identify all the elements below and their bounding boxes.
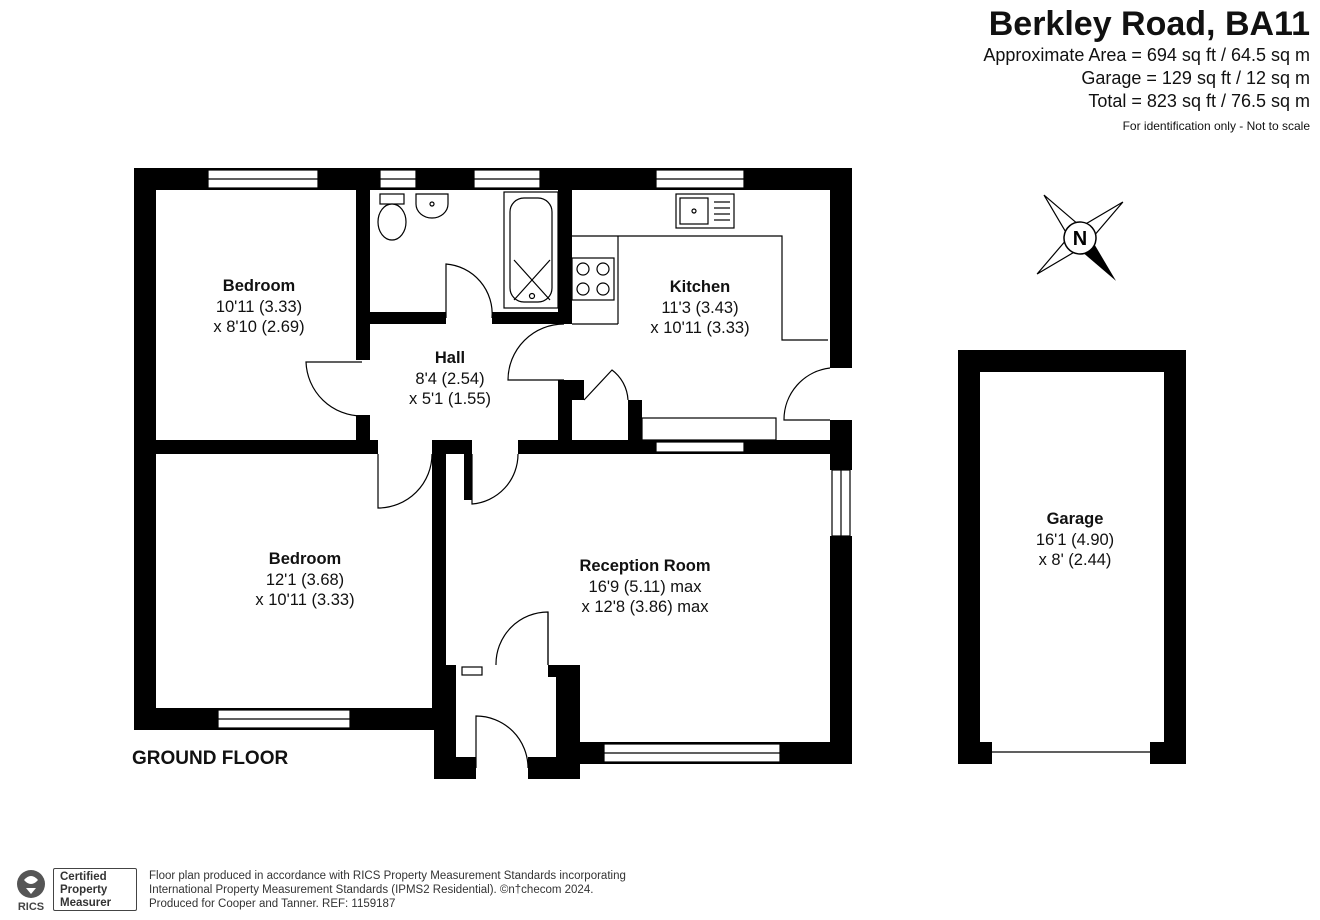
- toilet-icon: [377, 193, 407, 241]
- room-dim1-kitchen: 11'3 (3.43): [661, 299, 738, 317]
- hob-icon: [571, 257, 615, 301]
- garage-walls: [958, 350, 1186, 764]
- windows: [207, 169, 851, 763]
- certified-measurer-badge: Certified Property Measurer: [53, 868, 137, 911]
- room-name-bedroom-1: Bedroom: [223, 277, 295, 295]
- interior-walls: [156, 190, 852, 730]
- plan-header: Berkley Road, BA11 Approximate Area = 69…: [983, 4, 1310, 135]
- room-name-garage: Garage: [1047, 510, 1104, 528]
- room-name-kitchen: Kitchen: [670, 278, 731, 296]
- sink-icon: [675, 193, 735, 229]
- approximate-area: Approximate Area = 694 sq ft / 64.5 sq m: [983, 45, 1310, 65]
- floor-label: GROUND FLOOR: [132, 748, 289, 769]
- footer-notes: Floor plan produced in accordance with R…: [149, 869, 626, 911]
- door-swings: [305, 263, 831, 769]
- room-dim2-bedroom-1: x 8'10 (2.69): [213, 318, 304, 336]
- room-dim1-bedroom-2: 12'1 (3.68): [266, 571, 344, 589]
- garage-area: Garage = 129 sq ft / 12 sq m: [1081, 68, 1310, 88]
- room-dim2-reception: x 12'8 (3.86) max: [582, 598, 710, 616]
- property-address: Berkley Road, BA11: [988, 5, 1310, 43]
- room-dim1-hall: 8'4 (2.54): [415, 370, 484, 388]
- exterior-walls: [134, 168, 852, 779]
- room-dim1-reception: 16'9 (5.11) max: [589, 578, 703, 596]
- cert-line-2: Property: [60, 884, 108, 896]
- rics-logo-icon: RICS: [17, 870, 45, 912]
- footer-line-2: International Property Measurement Stand…: [149, 884, 594, 896]
- room-name-reception: Reception Room: [579, 557, 710, 575]
- room-dim2-kitchen: x 10'11 (3.33): [650, 319, 749, 337]
- compass-letter: N: [1073, 228, 1087, 250]
- basin-icon: [415, 193, 449, 219]
- footer-line-3: Produced for Cooper and Tanner. REF: 115…: [149, 898, 396, 910]
- room-dim1-garage: 16'1 (4.90): [1036, 531, 1114, 549]
- cert-line-1: Certified: [60, 871, 107, 883]
- room-name-hall: Hall: [435, 349, 465, 367]
- footer-line-1: Floor plan produced in accordance with R…: [149, 870, 626, 882]
- north-arrow-compass-icon: N: [1036, 194, 1124, 281]
- disclaimer: For identification only - Not to scale: [1122, 119, 1310, 133]
- total-area: Total = 823 sq ft / 76.5 sq m: [1088, 91, 1310, 111]
- room-name-bedroom-2: Bedroom: [269, 550, 341, 568]
- room-dim2-hall: x 5'1 (1.55): [409, 390, 491, 408]
- room-dim2-bedroom-2: x 10'11 (3.33): [255, 591, 354, 609]
- room-dim1-bedroom-1: 10'11 (3.33): [216, 298, 302, 316]
- fixtures: [377, 191, 828, 441]
- cert-line-3: Measurer: [60, 897, 112, 909]
- rics-logo-text: RICS: [18, 901, 44, 912]
- bath-icon: [503, 191, 559, 309]
- room-dim2-garage: x 8' (2.44): [1039, 551, 1112, 569]
- kitchen-counter: [572, 235, 828, 341]
